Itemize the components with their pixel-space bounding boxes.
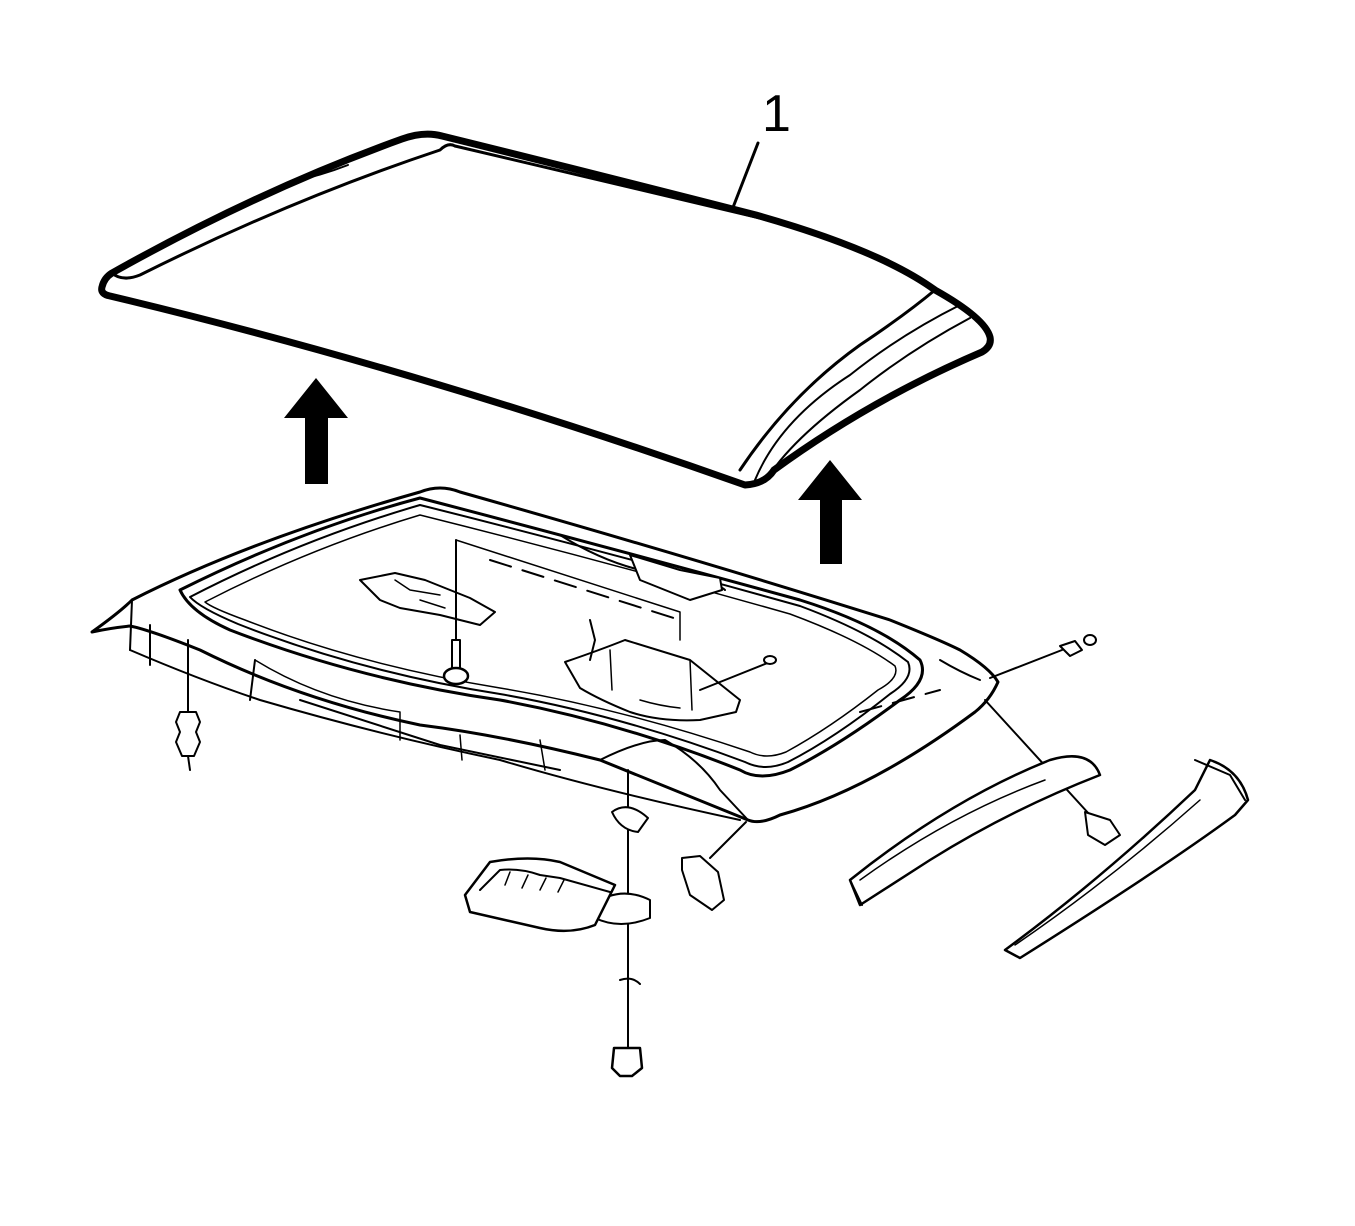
- left-stud: [175, 639, 201, 771]
- dashed-guide-line: [489, 559, 681, 621]
- roof-inner-frame: [90, 486, 1000, 824]
- side-fastener: [989, 634, 1097, 679]
- callout-1-leader: [730, 141, 760, 212]
- roof-panel: [98, 130, 994, 489]
- up-arrow-icon: [284, 378, 348, 484]
- dashed-guide-line-right: [859, 689, 941, 713]
- vertical-fastener-stack: [591, 769, 651, 1078]
- center-bracket: [359, 539, 496, 626]
- retainer-pin: [984, 699, 1121, 846]
- screw-center: [442, 611, 470, 686]
- up-arrow-icon-right: [798, 460, 862, 564]
- roof-molding-rear: [1003, 758, 1250, 960]
- callout-1: 1: [762, 85, 791, 143]
- vent-panel: [463, 857, 617, 933]
- roof-molding-front: [848, 755, 1102, 907]
- clip-bracket: [681, 821, 747, 911]
- rear-bracket: [564, 619, 777, 722]
